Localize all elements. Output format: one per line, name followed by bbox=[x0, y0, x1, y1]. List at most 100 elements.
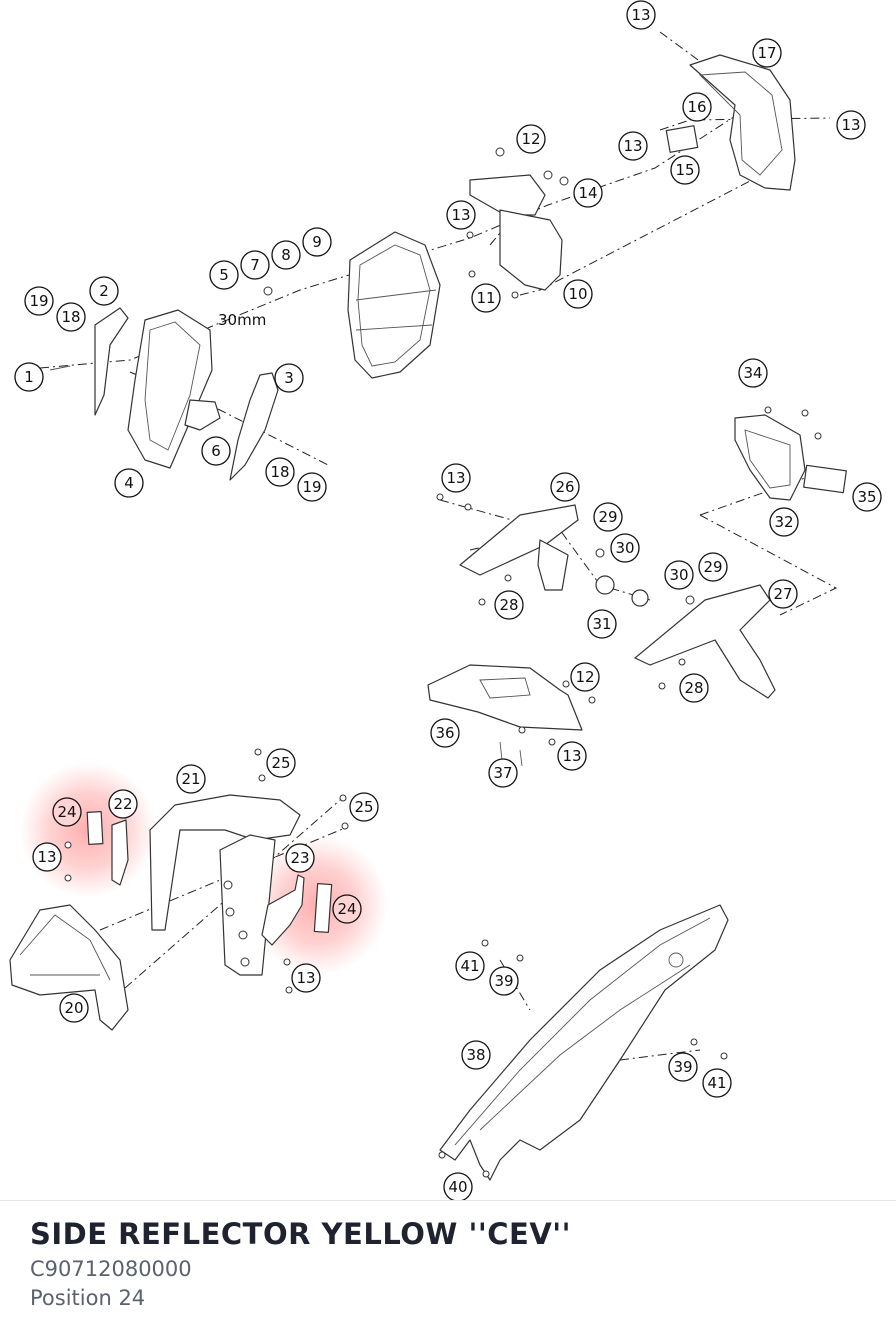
callout-18[interactable]: 18 bbox=[265, 457, 295, 487]
rear-bracket-assembly bbox=[436, 406, 847, 699]
callout-40[interactable]: 40 bbox=[443, 1172, 473, 1200]
callout-30[interactable]: 30 bbox=[610, 533, 640, 563]
callout-26[interactable]: 26 bbox=[550, 472, 580, 502]
callout-39[interactable]: 39 bbox=[489, 966, 519, 996]
callout-31[interactable]: 31 bbox=[587, 609, 617, 639]
svg-text:2: 2 bbox=[99, 282, 109, 300]
dimension-label: 30mm bbox=[218, 311, 266, 329]
callout-25[interactable]: 25 bbox=[349, 792, 379, 822]
svg-text:14: 14 bbox=[578, 184, 597, 202]
side-reflector-left[interactable] bbox=[86, 811, 104, 845]
callout-36[interactable]: 36 bbox=[430, 718, 460, 748]
rear-tail-assembly bbox=[438, 904, 729, 1181]
svg-text:34: 34 bbox=[743, 364, 762, 382]
callout-23[interactable]: 23 bbox=[285, 843, 315, 873]
callout-13[interactable]: 13 bbox=[836, 110, 866, 140]
callout-7[interactable]: 7 bbox=[240, 250, 270, 280]
svg-text:25: 25 bbox=[354, 798, 373, 816]
svg-text:23: 23 bbox=[290, 849, 309, 867]
part-position: Position 24 bbox=[30, 1286, 146, 1310]
callout-15[interactable]: 15 bbox=[670, 155, 700, 185]
front-mudguard-assembly bbox=[9, 748, 349, 1031]
callout-37[interactable]: 37 bbox=[488, 758, 518, 788]
svg-text:13: 13 bbox=[296, 969, 315, 987]
callout-32[interactable]: 32 bbox=[769, 507, 799, 537]
svg-text:13: 13 bbox=[451, 206, 470, 224]
svg-text:13: 13 bbox=[623, 137, 642, 155]
svg-text:41: 41 bbox=[707, 1074, 726, 1092]
instrument-bracket-assembly bbox=[466, 54, 796, 299]
svg-text:4: 4 bbox=[124, 474, 134, 492]
callout-4[interactable]: 4 bbox=[114, 468, 144, 498]
callout-25[interactable]: 25 bbox=[266, 748, 296, 778]
callout-30[interactable]: 30 bbox=[664, 560, 694, 590]
callout-3[interactable]: 3 bbox=[274, 363, 304, 393]
svg-text:8: 8 bbox=[281, 246, 291, 264]
svg-text:28: 28 bbox=[499, 596, 518, 614]
front-fairing-assembly bbox=[49, 231, 441, 481]
callout-13[interactable]: 13 bbox=[291, 963, 321, 993]
callout-13[interactable]: 13 bbox=[32, 842, 62, 872]
svg-text:38: 38 bbox=[466, 1046, 485, 1064]
svg-text:32: 32 bbox=[774, 513, 793, 531]
callout-1[interactable]: 1 bbox=[14, 362, 44, 392]
callout-22[interactable]: 22 bbox=[108, 789, 138, 819]
callout-41[interactable]: 41 bbox=[702, 1068, 732, 1098]
callout-10[interactable]: 10 bbox=[563, 279, 593, 309]
callout-19[interactable]: 19 bbox=[297, 472, 327, 502]
callout-19[interactable]: 19 bbox=[24, 286, 54, 316]
svg-text:28: 28 bbox=[684, 679, 703, 697]
callout-17[interactable]: 17 bbox=[752, 38, 782, 68]
callout-12[interactable]: 12 bbox=[516, 124, 546, 154]
part-info-panel: SIDE REFLECTOR YELLOW ''CEV'' C907120800… bbox=[0, 1200, 896, 1336]
svg-text:19: 19 bbox=[29, 292, 48, 310]
svg-text:25: 25 bbox=[271, 754, 290, 772]
callout-27[interactable]: 27 bbox=[768, 579, 798, 609]
callout-29[interactable]: 29 bbox=[698, 552, 728, 582]
callout-21[interactable]: 21 bbox=[176, 764, 206, 794]
callout-20[interactable]: 20 bbox=[59, 993, 89, 1023]
svg-text:40: 40 bbox=[448, 1178, 467, 1196]
svg-text:18: 18 bbox=[61, 308, 80, 326]
callout-13[interactable]: 13 bbox=[618, 131, 648, 161]
callout-12[interactable]: 12 bbox=[570, 662, 600, 692]
callout-8[interactable]: 8 bbox=[271, 240, 301, 270]
svg-text:21: 21 bbox=[181, 770, 200, 788]
callout-13[interactable]: 13 bbox=[626, 0, 656, 30]
svg-text:30: 30 bbox=[615, 539, 634, 557]
callout-6[interactable]: 6 bbox=[201, 436, 231, 466]
callout-5[interactable]: 5 bbox=[209, 260, 239, 290]
callout-2[interactable]: 2 bbox=[89, 276, 119, 306]
svg-text:36: 36 bbox=[435, 724, 454, 742]
callout-28[interactable]: 28 bbox=[679, 673, 709, 703]
callout-35[interactable]: 35 bbox=[852, 482, 882, 512]
svg-text:6: 6 bbox=[211, 442, 221, 460]
cover-plate bbox=[427, 664, 596, 767]
svg-text:13: 13 bbox=[562, 747, 581, 765]
callout-28[interactable]: 28 bbox=[494, 590, 524, 620]
exploded-parts-diagram: 30mm 13 17 16 13 13 15 12 14 13 9 8 7 5 … bbox=[9, 0, 882, 1200]
part-title: SIDE REFLECTOR YELLOW ''CEV'' bbox=[30, 1217, 572, 1251]
svg-text:12: 12 bbox=[575, 668, 594, 686]
callout-13[interactable]: 13 bbox=[446, 200, 476, 230]
callout-11[interactable]: 11 bbox=[471, 283, 501, 313]
callout-24-selected[interactable]: 24 bbox=[332, 894, 362, 924]
svg-text:29: 29 bbox=[598, 508, 617, 526]
callout-18[interactable]: 18 bbox=[56, 302, 86, 332]
callout-38[interactable]: 38 bbox=[461, 1040, 491, 1070]
callout-41[interactable]: 41 bbox=[455, 951, 485, 981]
callout-13[interactable]: 13 bbox=[557, 741, 587, 771]
callout-16[interactable]: 16 bbox=[682, 92, 712, 122]
side-reflector-right[interactable] bbox=[313, 882, 333, 934]
callout-24-selected[interactable]: 24 bbox=[52, 797, 82, 827]
svg-text:41: 41 bbox=[460, 957, 479, 975]
callout-29[interactable]: 29 bbox=[593, 502, 623, 532]
svg-text:12: 12 bbox=[521, 130, 540, 148]
callout-13[interactable]: 13 bbox=[441, 463, 471, 493]
callout-14[interactable]: 14 bbox=[573, 178, 603, 208]
svg-text:19: 19 bbox=[302, 478, 321, 496]
svg-text:39: 39 bbox=[673, 1058, 692, 1076]
callout-34[interactable]: 34 bbox=[738, 358, 768, 388]
callout-39[interactable]: 39 bbox=[668, 1052, 698, 1082]
callout-9[interactable]: 9 bbox=[302, 227, 332, 257]
